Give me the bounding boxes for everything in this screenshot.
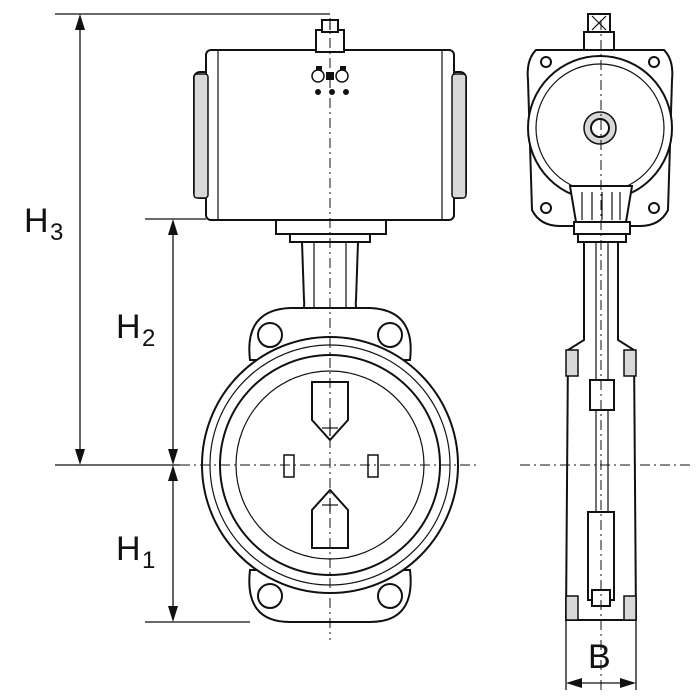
h1-letter: H <box>116 530 141 568</box>
h1-subscript: 1 <box>142 547 155 574</box>
actuator-ports <box>311 66 349 95</box>
h3-letter: H <box>24 202 49 240</box>
side-body <box>564 241 638 621</box>
dimension-b: B <box>566 638 636 688</box>
h2-letter: H <box>116 308 141 346</box>
dimension-h2: H 2 <box>116 219 178 465</box>
h2-subscript: 2 <box>142 325 155 352</box>
dimension-h1: H 1 <box>116 465 178 622</box>
b-letter: B <box>588 638 611 676</box>
h3-subscript: 3 <box>50 219 63 246</box>
side-coupling <box>568 185 634 243</box>
side-view <box>520 13 690 690</box>
actuator-end-cap <box>526 13 674 227</box>
actuator <box>193 19 467 221</box>
front-view <box>180 18 480 640</box>
dimension-h3: H 3 <box>24 14 85 465</box>
